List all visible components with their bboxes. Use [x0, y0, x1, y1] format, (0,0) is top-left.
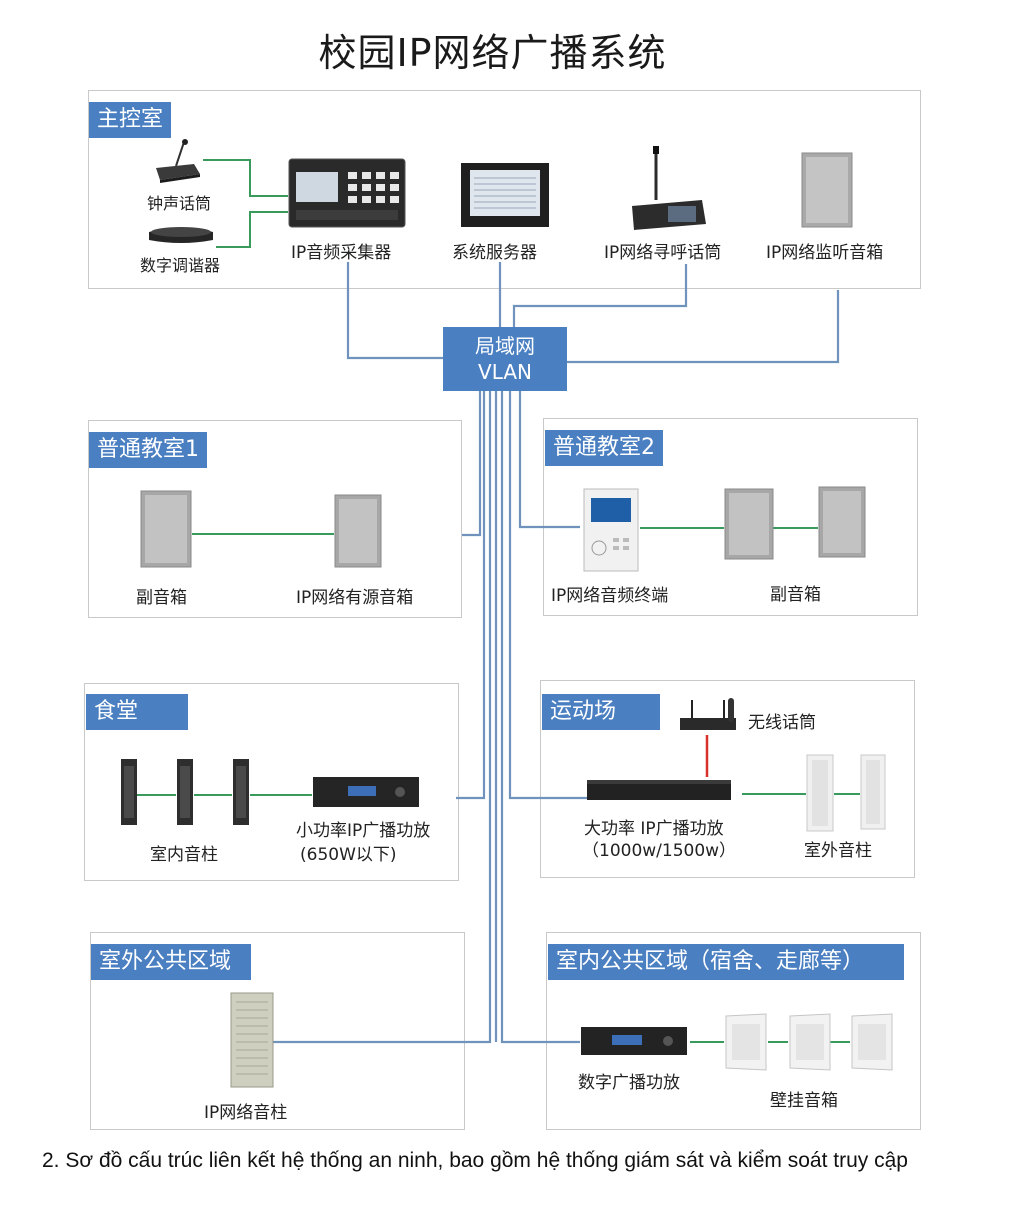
column-speaker-icon — [233, 759, 249, 825]
digital-tuner-icon — [149, 227, 213, 243]
tag-classroom2: 普通教室2 — [545, 430, 663, 466]
label-bell-mic: 钟声话筒 — [147, 194, 212, 213]
label-small-amp-2: (650W以下) — [300, 845, 397, 865]
tag-sports: 运动场 — [542, 694, 661, 730]
label-system-server: 系统服务器 — [452, 243, 537, 263]
active-speaker-icon — [334, 494, 382, 568]
tag-classroom1: 普通教室1 — [89, 432, 207, 468]
lan-vlan-hub: 局域网 VLAN — [443, 327, 567, 391]
tag-control-room: 主控室 — [89, 102, 172, 138]
column-speaker-icon — [177, 759, 193, 825]
wireless-receiver-icon — [680, 698, 736, 730]
wall-speaker-icon — [851, 1013, 893, 1071]
outdoor-column-icon — [806, 754, 834, 832]
hub-label-lan: 局域网 — [475, 334, 535, 358]
label-small-amp-1: 小功率IP广播功放 — [296, 821, 431, 841]
label-wall-speakers: 壁挂音箱 — [770, 1091, 838, 1111]
tag-outdoor-public: 室外公共区域 — [91, 944, 252, 980]
audio-terminal-icon — [583, 488, 639, 572]
label-digital-amp: 数字广播功放 — [578, 1073, 680, 1093]
label-paging-mic: IP网络寻呼话筒 — [604, 243, 722, 263]
label-digital-tuner: 数字调谐器 — [140, 256, 221, 275]
label-sub-speaker-c1: 副音箱 — [136, 588, 187, 608]
diagram-title: 校园IP网络广播系统 — [318, 31, 667, 75]
label-wireless-mic: 无线话筒 — [748, 713, 816, 733]
paging-microphone-icon — [632, 146, 706, 230]
small-amplifier-icon — [313, 777, 419, 807]
figure-caption: 2. Sơ đồ cấu trúc liên kết hệ thống an n… — [42, 1149, 908, 1172]
label-large-amp-2: （1000w/1500w） — [582, 841, 737, 861]
label-audio-terminal: IP网络音频终端 — [551, 586, 669, 606]
large-amplifier-icon — [587, 780, 731, 800]
label-ip-column: IP网络音柱 — [204, 1103, 288, 1123]
bell-microphone-icon — [156, 139, 200, 183]
sub-speaker-icon — [724, 488, 774, 560]
monitor-speaker-icon — [801, 152, 853, 228]
tag-indoor-public: 室内公共区域（宿舍、走廊等） — [548, 944, 905, 980]
label-sub-speaker-c2: 副音箱 — [770, 585, 821, 605]
sub-speaker-icon — [818, 486, 866, 558]
sub-speaker-icon — [140, 490, 192, 568]
label-outdoor-columns: 室外音柱 — [804, 841, 872, 861]
wall-speaker-icon — [789, 1013, 831, 1071]
ip-column-speaker-icon — [230, 992, 274, 1088]
ip-audio-collector-icon — [288, 158, 406, 228]
label-large-amp-1: 大功率 IP广播功放 — [584, 819, 724, 839]
hub-label-vlan: VLAN — [478, 360, 532, 384]
outdoor-column-icon — [860, 754, 886, 830]
system-server-icon — [461, 163, 549, 227]
wall-speaker-icon — [725, 1013, 767, 1071]
label-indoor-columns: 室内音柱 — [150, 845, 218, 865]
label-ip-audio-collector: IP音频采集器 — [291, 243, 392, 263]
label-monitor-speaker: IP网络监听音箱 — [766, 243, 884, 263]
label-active-speaker: IP网络有源音箱 — [296, 588, 414, 608]
digital-amplifier-icon — [581, 1027, 687, 1055]
tag-canteen: 食堂 — [86, 694, 189, 730]
column-speaker-icon — [121, 759, 137, 825]
